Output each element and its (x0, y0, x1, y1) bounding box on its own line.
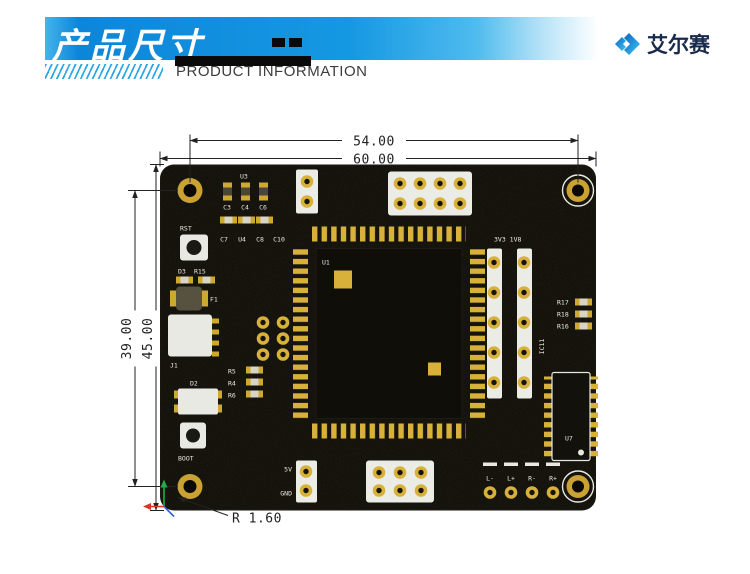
silk-label-r15: R15 (194, 268, 206, 276)
mounting-hole-top-right (561, 174, 595, 207)
top-power-block (296, 169, 318, 214)
silk-label-u4: U4 (238, 236, 246, 244)
silk-label-power-rail: 3V3 1V8 (494, 236, 521, 244)
u7-chip: U7 (544, 371, 598, 462)
silk-label-r-plus: R+ (549, 475, 557, 483)
right-power-header: 3V3 1V8 (487, 236, 532, 399)
dim-value-60: 60.00 (353, 153, 395, 168)
dim-hole-span-width: 54.00 (189, 134, 579, 183)
silk-label-c8: C8 (256, 236, 264, 244)
header-banner: 产品尺寸 (45, 17, 598, 67)
silk-label-5v: 5V (284, 466, 292, 474)
silk-label-u1: U1 (322, 259, 330, 267)
silk-label-ic11: IC11 (538, 339, 546, 355)
dimension-annotations: 54.00 60.00 39.00 45.00 (120, 134, 597, 527)
dim-corner-radius: R 1.60 (177, 497, 282, 527)
title-deco-square-2 (289, 38, 302, 47)
silk-label-l-minus: L- (486, 475, 494, 483)
r5-r4-r6-resistors: R5 R4 R6 (228, 366, 263, 400)
dim-value-54: 54.00 (353, 135, 395, 150)
silk-label-rst: RST (180, 225, 192, 233)
silk-label-r6: R6 (228, 392, 236, 400)
top-header-2x4 (388, 171, 472, 216)
silk-label-r5: R5 (228, 368, 236, 376)
dim-board-width: 60.00 (159, 151, 597, 168)
dim-hole-span-height: 39.00 (120, 190, 178, 487)
origin-axes-icon (143, 479, 175, 518)
silk-label-r16: R16 (557, 323, 569, 331)
silk-label-gnd: GND (280, 490, 292, 498)
ic11-component: IC11 (538, 339, 546, 355)
brand-logo: 艾尔赛 (612, 29, 710, 59)
silk-label-r17: R17 (557, 299, 569, 307)
silk-label-r18: R18 (557, 311, 569, 319)
silk-label-d3: D3 (178, 268, 186, 276)
mounting-hole-bottom-left (177, 474, 203, 499)
silk-label-f1: F1 (210, 296, 218, 304)
silk-label-r4: R4 (228, 380, 236, 388)
silk-label-r-minus: R- (528, 475, 536, 483)
mounting-holes (177, 174, 595, 503)
audio-output-pads: L- L+ R- R+ (483, 462, 560, 499)
hatch-decoration (45, 64, 163, 79)
boot-button: BOOT (178, 422, 206, 463)
brand-name: 艾尔赛 (647, 33, 710, 57)
u7-pin1-dot (578, 449, 584, 456)
bottom-header-2x3 (366, 460, 434, 503)
silk-label-d2: D2 (190, 380, 198, 388)
silk-label-boot: BOOT (178, 455, 194, 463)
pcb-dimension-diagram: U3 C3 C4 C6 C7 U4 C8 C10 RST D3 R15 F1 (120, 134, 598, 527)
reset-button: RST (180, 225, 208, 261)
silk-label-c10: C10 (273, 236, 285, 244)
main-chip-u1-footprint: U1 (293, 226, 485, 439)
silk-label-c4: C4 (241, 204, 249, 212)
left-capacitor-cluster: U3 C3 C4 C6 C7 U4 C8 C10 (220, 173, 285, 244)
title-deco-square-1 (272, 38, 285, 47)
silk-label-c6: C6 (259, 204, 267, 212)
title-underline-bar (175, 56, 311, 66)
bottom-power-block: 5V GND (280, 460, 317, 503)
f1-fuse: F1 (170, 286, 218, 311)
silk-label-u3: U3 (240, 173, 248, 181)
r17-r18-r16-resistors: R17 R18 R16 (557, 298, 592, 331)
dim-value-39: 39.00 (120, 318, 135, 360)
silk-label-u7: U7 (565, 435, 573, 443)
j1-connector: J1 (168, 314, 219, 370)
subtitle-english: PRODUCT INFORMATION (176, 63, 368, 80)
dim-board-height: 45.00 (141, 164, 164, 511)
mounting-hole-top-left (177, 178, 203, 203)
silk-label-j1: J1 (170, 362, 178, 370)
silk-label-l-plus: L+ (507, 475, 515, 483)
mounting-hole-bottom-right (561, 470, 595, 503)
d3-r15-components: D3 R15 (176, 268, 215, 284)
d2-component: D2 (174, 380, 222, 415)
dim-value-radius: R 1.60 (232, 512, 282, 527)
silk-label-c7: C7 (220, 236, 228, 244)
silk-label-c3: C3 (223, 204, 231, 212)
brand-diamond-icon (615, 33, 640, 55)
dim-value-45: 45.00 (141, 318, 156, 360)
